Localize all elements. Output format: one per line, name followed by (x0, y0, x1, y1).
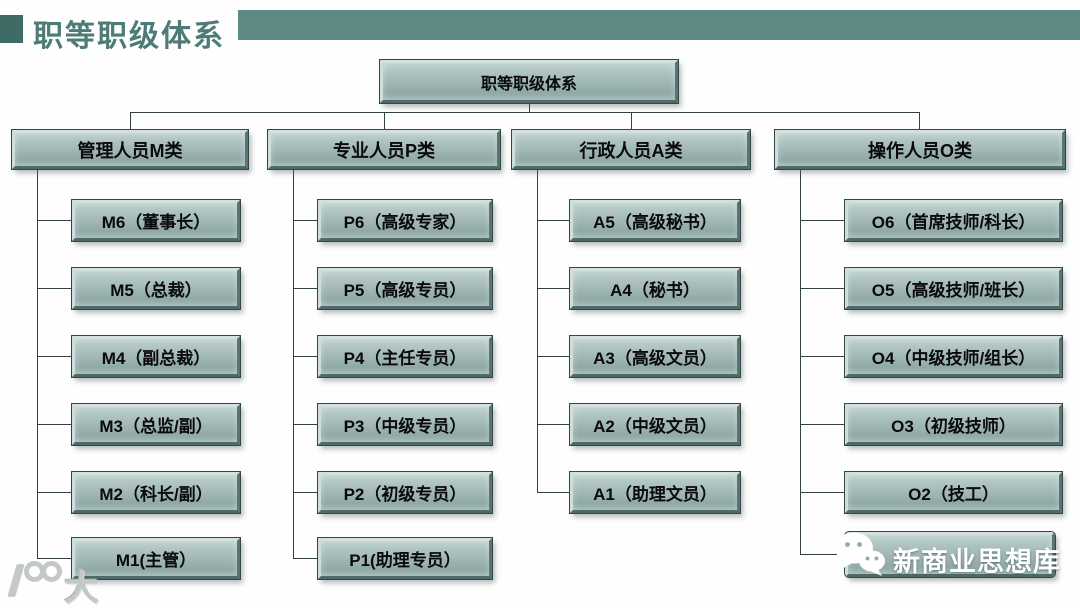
connector-line (130, 112, 920, 113)
dashukuajing-logo (6, 560, 62, 600)
slide-title: 职等职级体系 (33, 20, 225, 53)
connector-line (37, 220, 72, 221)
column-header-a: 行政人员A类 (511, 129, 751, 170)
connector-line (800, 424, 845, 425)
connector-line (800, 356, 845, 357)
node-m3: M3（总监/副） (71, 403, 241, 446)
connector-line (800, 169, 801, 555)
connector-line (537, 220, 570, 221)
node-p5: P5（高级专员） (317, 267, 493, 310)
connector-line (130, 112, 131, 130)
node-p1: P1(助理专员） (317, 537, 493, 580)
connector-line (37, 169, 38, 559)
node-m2: M2（科长/副） (71, 471, 241, 514)
connector-line (293, 288, 318, 289)
node-o3: O3（初级技师） (844, 403, 1063, 446)
connector-line (293, 424, 318, 425)
watermark-box (844, 531, 1056, 578)
node-o4: O4（中级技师/组长） (844, 335, 1063, 378)
node-m1: M1(主管） (71, 537, 241, 580)
root-node: 职等职级体系 (379, 59, 679, 104)
node-m4: M4（副总裁） (71, 335, 241, 378)
watermark-left-brand: 大数跨境 (64, 569, 103, 608)
column-header-o: 操作人员O类 (774, 129, 1066, 170)
title-accent-bar (238, 10, 1080, 40)
node-o5: O5（高级技师/班长） (844, 267, 1063, 310)
connector-line (37, 558, 72, 559)
connector-line (37, 356, 72, 357)
connector-line (37, 424, 72, 425)
connector-line (800, 492, 845, 493)
node-a3: A3（高级文员） (569, 335, 741, 378)
connector-line (800, 288, 845, 289)
connector-line (293, 169, 294, 559)
node-m6: M6（董事长） (71, 199, 241, 242)
node-a1: A1（助理文员） (569, 471, 741, 514)
connector-line (529, 103, 530, 113)
node-m5: M5（总裁） (71, 267, 241, 310)
node-o2: O2（技工） (844, 471, 1063, 514)
node-a5: A5（高级秘书） (569, 199, 741, 242)
connector-line (631, 112, 632, 130)
node-a4: A4（秘书） (569, 267, 741, 310)
connector-line (537, 356, 570, 357)
connector-line (293, 220, 318, 221)
watermark-right-label: 新商业思想库 (893, 547, 1061, 577)
connector-line (537, 288, 570, 289)
node-p2: P2（初级专员） (317, 471, 493, 514)
connector-line (537, 492, 570, 493)
column-header-p: 专业人员P类 (267, 129, 501, 170)
connector-line (537, 424, 570, 425)
node-o6: O6（首席技师/科长） (844, 199, 1063, 242)
connector-line (384, 112, 385, 130)
node-p4: P4（主任专员） (317, 335, 493, 378)
connector-line (800, 554, 845, 555)
connector-line (800, 220, 845, 221)
column-header-m: 管理人员M类 (11, 129, 249, 170)
connector-line (37, 492, 72, 493)
connector-line (919, 112, 920, 130)
connector-line (37, 288, 72, 289)
title-accent-square (0, 15, 23, 43)
connector-line (537, 169, 538, 493)
node-a2: A2（中级文员） (569, 403, 741, 446)
connector-line (293, 492, 318, 493)
node-p6: P6（高级专家） (317, 199, 493, 242)
connector-line (293, 558, 318, 559)
wechat-icon (832, 530, 888, 583)
connector-line (293, 356, 318, 357)
node-p3: P3（中级专员） (317, 403, 493, 446)
